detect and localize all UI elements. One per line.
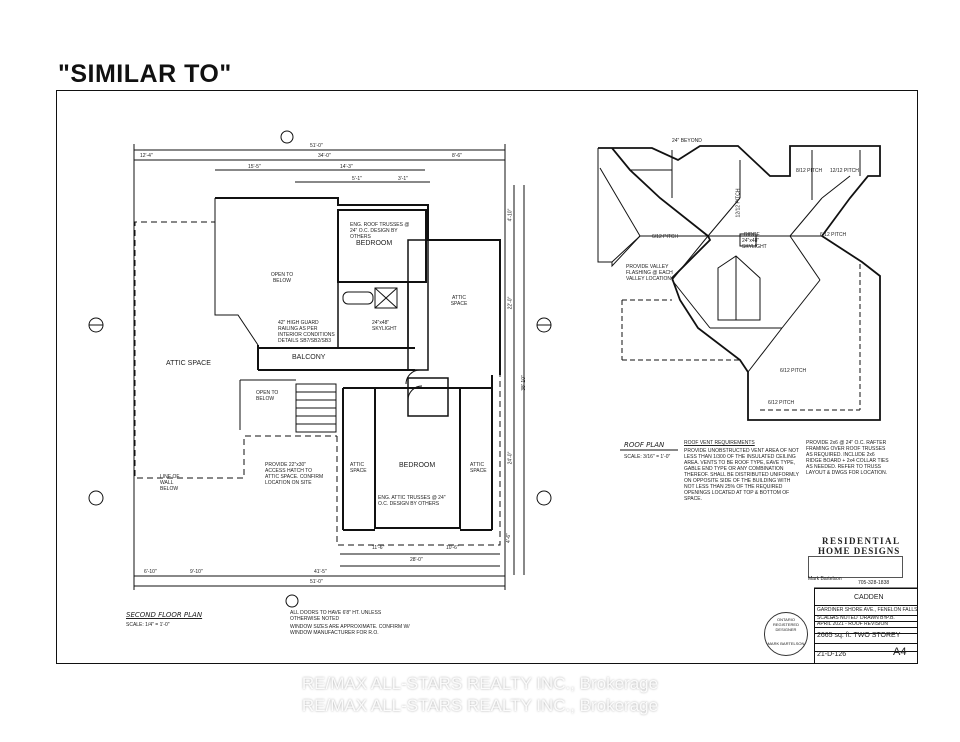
dim-right-5: 4'-6" <box>505 533 512 543</box>
title-block <box>814 588 918 664</box>
open-to-below-2-label: OPEN TO BELOW <box>256 390 279 402</box>
dim-d6: 5'-1" <box>352 176 362 182</box>
page-heading: "SIMILAR TO" <box>58 60 232 88</box>
skylight-note: 24"x48" SKYLIGHT <box>372 320 397 332</box>
line-of-wall-note: LINE OF WALL BELOW <box>160 474 180 492</box>
dim-d11: 11'-6" <box>372 545 385 551</box>
firm-name-line2: HOME DESIGNS <box>818 546 901 556</box>
dim-d5: 14'-3" <box>340 164 353 170</box>
dim-d10: 28'-0" <box>410 557 423 563</box>
watermark-line-2: RE/MAX ALL-STARS REALTY INC., Brokerage <box>301 696 659 715</box>
balcony-label: BALCONY <box>292 354 326 361</box>
truss-note: PROVIDE 2x6 @ 24" O.C. RAFTER FRAMING OV… <box>806 440 889 476</box>
dim-d13: 6'-10" <box>144 569 157 575</box>
house-size: 2665 sq. ft. TWO STOREY <box>817 632 901 639</box>
open-to-below-label: OPEN TO BELOW <box>270 272 294 284</box>
guard-note: 42" HIGH GUARD RAILING AS PER INTERIOR C… <box>278 320 335 344</box>
dim-d2: 34'-0" <box>318 153 331 159</box>
roof-skylight-note: 24"x48" SKYLIGHT <box>742 238 767 250</box>
dim-right-3: 38'-10" <box>520 375 527 391</box>
firm-phone: 705-328-1838 <box>858 580 890 586</box>
ridge-label: RIDGE <box>744 232 760 238</box>
doors-note: ALL DOORS TO HAVE 6'8" HT. UNLESS OTHERW… <box>290 610 382 622</box>
attic-space-low-right-label: ATTIC SPACE <box>470 462 487 474</box>
stamp-line-2: REGISTERED <box>772 622 799 627</box>
vent-text: PROVIDE UNOBSTRUCTED VENT AREA OF NOT LE… <box>684 448 799 502</box>
dim-d7: 3'-1" <box>398 176 408 182</box>
floor-plan-title: SECOND FLOOR PLAN <box>126 611 203 619</box>
roof-plan-title: ROOF PLAN <box>624 441 665 449</box>
pitch-label-1: 6/12 PITCH <box>652 234 679 240</box>
drawing-sheet <box>56 90 918 664</box>
scale-label: SCALE <box>817 615 834 621</box>
pitch-label-6: 12/12 PITCH <box>830 168 859 174</box>
firm-logo <box>808 556 903 578</box>
job-number: 21-D-126 <box>817 651 847 658</box>
pitch-label-2: 6/12 PITCH <box>820 232 847 238</box>
vent-title: ROOF VENT REQUIREMENTS <box>684 440 755 446</box>
stamp-line-1: ONTARIO <box>777 617 795 622</box>
bedroom-2-label: BEDROOM <box>399 462 436 469</box>
roof-plan-scale: SCALE: 3/16" = 1'-0" <box>624 454 671 460</box>
bedroom-1-label: BEDROOM <box>356 240 393 247</box>
watermark-line-1: RE/MAX ALL-STARS REALTY INC., Brokerage <box>301 674 659 693</box>
project-name: CADDEN <box>854 594 884 601</box>
designer-stamp <box>764 612 808 656</box>
sheet-number: A4 <box>893 646 907 658</box>
stamp-line-3: DESIGNER <box>775 627 797 632</box>
valley-flashing-note: PROVIDE VALLEY FLASHING @ EACH VALLEY LO… <box>626 264 673 282</box>
stamp-name: MARK BARTELSON <box>767 641 805 646</box>
revision-note: APRIL 2021 - ROOF REVISION <box>817 621 888 627</box>
beyond-note: 24" BEYOND <box>672 138 702 144</box>
pitch-label-7: 12/12 PITCH <box>735 188 742 218</box>
access-hatch-note: PROVIDE 22"x30" ACCESS HATCH TO ATTIC SP… <box>265 462 324 486</box>
designer-name: Mark Bartelson <box>808 576 842 582</box>
dim-right-1: 4'-10" <box>507 208 514 222</box>
pitch-label-5: 8/12 PITCH <box>796 168 823 174</box>
roof-trusses-note: ENG. ROOF TRUSSES @ 24" O.C. DESIGN BY O… <box>350 222 410 240</box>
dim-d3: 8'-6" <box>452 153 462 159</box>
windows-note: WINDOW SIZES ARE APPROXIMATE. CONFIRM W/… <box>290 624 410 636</box>
floor-plan-scale: SCALE: 1/4" = 1'-0" <box>126 622 170 628</box>
drawn-value: P.B. <box>886 615 895 621</box>
drawn-label: DRAWN BY <box>860 615 887 621</box>
firm-name-line1: RESIDENTIAL <box>822 536 901 546</box>
scale-value: AS NOTED <box>832 615 858 621</box>
dim-right-4: 24'-0" <box>507 451 514 465</box>
project-address: GARDINER SHORE AVE., FENELON FALLS <box>817 607 918 613</box>
dim-d1: 12'-4" <box>140 153 153 159</box>
pitch-label-4: 6/12 PITCH <box>768 400 795 406</box>
dim-d9: 9'-10" <box>190 569 203 575</box>
dim-overall-top: 51'-0" <box>310 143 323 149</box>
dim-d4: 15'-5" <box>248 164 261 170</box>
attic-space-right-label: ATTIC SPACE <box>450 295 468 307</box>
attic-trusses-note: ENG. ATTIC TRUSSES @ 24" O.C. DESIGN BY … <box>378 495 446 507</box>
pitch-label-3: 6/12 PITCH <box>780 368 807 374</box>
attic-space-label: ATTIC SPACE <box>166 360 211 367</box>
dim-d8: 41'-5" <box>314 569 327 575</box>
attic-space-low-left-label: ATTIC SPACE <box>350 462 367 474</box>
dim-d12: 10'-6" <box>446 545 459 551</box>
dim-overall-bottom: 51'-0" <box>310 579 323 585</box>
dim-right-2: 22'-0" <box>507 296 514 310</box>
